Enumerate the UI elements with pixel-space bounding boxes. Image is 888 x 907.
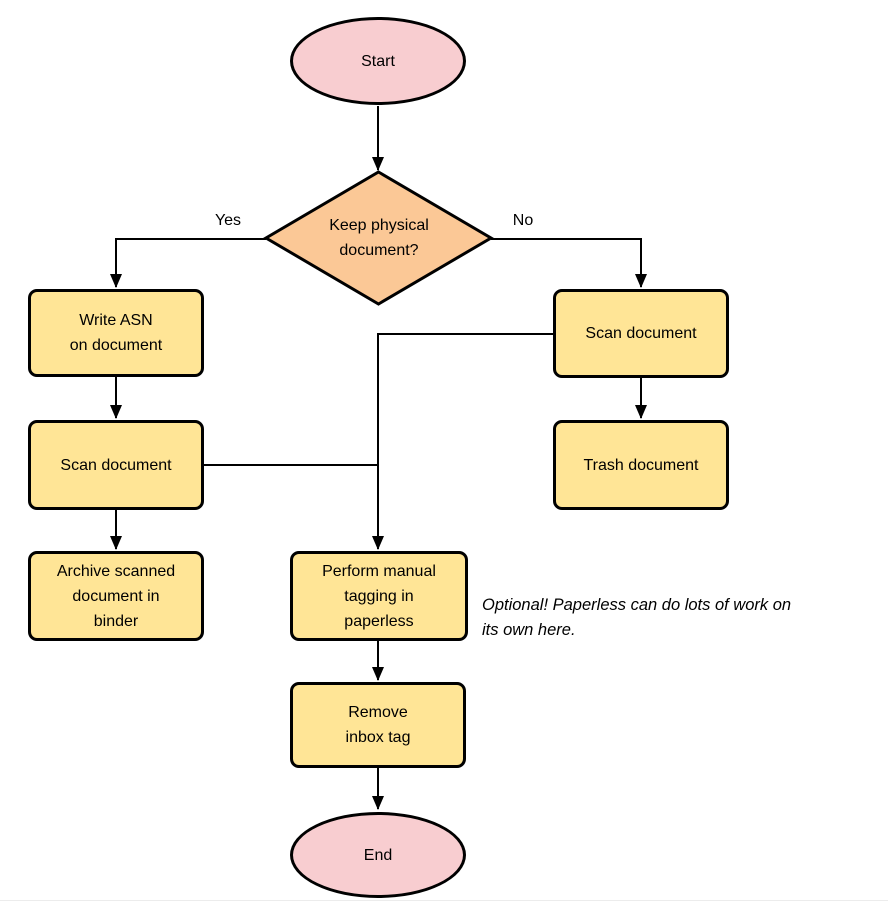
- decision-diamond-shape: [263, 170, 494, 306]
- connector-decision-yes-to-write-asn: [110, 238, 266, 288]
- edge-label-yes: Yes: [214, 212, 242, 229]
- perform-tagging-box: Perform manual tagging in paperless: [290, 551, 468, 641]
- connector-scan-right-to-perform-tagging: [372, 333, 553, 550]
- bottom-divider: [0, 900, 888, 901]
- trash-box: Trash document: [553, 420, 729, 510]
- end-terminator: End: [290, 812, 466, 898]
- write-asn-box: Write ASN on document: [28, 289, 204, 377]
- scan-document-right-box: Scan document: [553, 289, 729, 378]
- archive-box: Archive scanned document in binder: [28, 551, 204, 641]
- edge-label-no: No: [512, 212, 534, 229]
- start-terminator: Start: [290, 17, 466, 105]
- connector-decision-no-to-scan-right: [491, 238, 647, 288]
- remove-inbox-box: Remove inbox tag: [290, 682, 466, 768]
- optional-note: Optional! Paperless can do lots of work …: [482, 596, 792, 639]
- scan-document-left-box: Scan document: [28, 420, 204, 510]
- decision-diamond-label: Keep physical document?: [329, 217, 429, 259]
